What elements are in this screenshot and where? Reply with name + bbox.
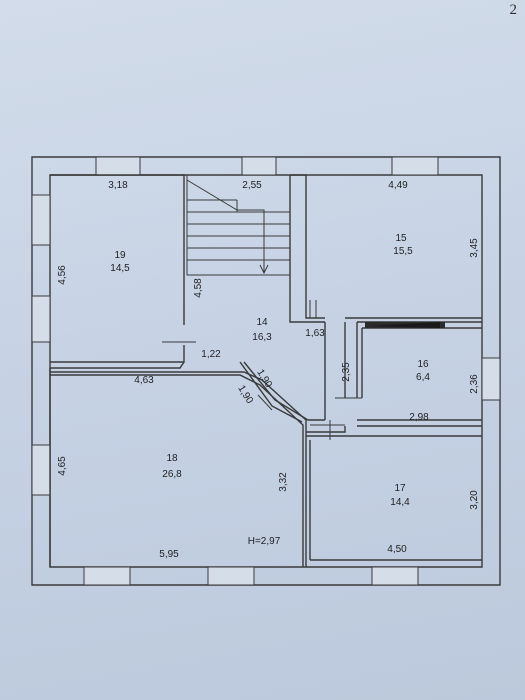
dim-2-36: 2,36 [469, 374, 480, 394]
room-17-area: 14,4 [390, 497, 410, 508]
dim-4-49: 4,49 [388, 180, 408, 191]
window-top-right [391, 156, 439, 176]
room-15-walls [290, 174, 482, 319]
dim-3-45: 3,45 [469, 238, 480, 258]
window-right-1 [481, 357, 501, 401]
room-18-number: 18 [166, 453, 178, 464]
room-18-area: 26,8 [162, 469, 182, 480]
dim-2-35: 2,35 [341, 362, 352, 382]
page-number: 2 [509, 2, 518, 18]
room-15-area: 15,5 [393, 246, 413, 257]
room-17-top-wall [306, 426, 346, 433]
door-marks [162, 300, 362, 440]
room-14-number: 14 [256, 317, 268, 328]
dim-3-32: 3,32 [278, 472, 289, 492]
outer-wall-outer [31, 156, 501, 586]
dim-3-20: 3,20 [469, 490, 480, 510]
window-bottom-1 [83, 566, 131, 586]
dim-4-58: 4,58 [193, 278, 204, 298]
window-top-left [95, 156, 141, 176]
window-top-middle [241, 156, 277, 176]
room-18-walls-inner [50, 371, 307, 567]
room-15-wall-double [289, 175, 325, 323]
room-16-number: 16 [417, 359, 429, 370]
window-left-2 [31, 295, 51, 343]
room-19-area: 14,5 [110, 263, 130, 274]
stair-treads [187, 199, 290, 261]
dim-2-55: 2,55 [242, 180, 262, 191]
room-18-walls [49, 368, 304, 567]
window-bottom-2 [207, 566, 255, 586]
room-16-wardrobe-hatch [368, 322, 440, 328]
room-17-number: 17 [394, 483, 406, 494]
dim-4-50: 4,50 [387, 544, 407, 555]
dim-1-63: 1,63 [305, 328, 325, 339]
corridor-angled-wall [243, 361, 325, 421]
dim-3-18: 3,18 [108, 180, 128, 191]
window-left-1 [31, 194, 51, 246]
dim-4-56: 4,56 [57, 265, 68, 285]
dim-1-90-b: 1,90 [235, 384, 255, 407]
corridor-angled-wall-2 [239, 361, 303, 423]
stair-direction-arrow [186, 179, 269, 275]
ceiling-height-label: H=2,97 [248, 536, 281, 547]
room-14-area: 16,3 [252, 332, 272, 343]
room-16-area: 6,4 [416, 372, 430, 383]
dim-4-65: 4,65 [57, 456, 68, 476]
window-left-3 [31, 444, 51, 496]
corridor-partition [324, 322, 346, 420]
room-15-number: 15 [395, 233, 407, 244]
dim-2-98: 2,98 [409, 412, 429, 423]
room-19-number: 19 [114, 250, 126, 261]
window-bottom-3 [371, 566, 419, 586]
dim-1-22: 1,22 [201, 349, 221, 360]
room-17-walls [306, 435, 482, 561]
dim-4-63: 4,63 [134, 375, 154, 386]
dim-5-95: 5,95 [159, 549, 179, 560]
room-19-inner-wall [50, 361, 185, 369]
